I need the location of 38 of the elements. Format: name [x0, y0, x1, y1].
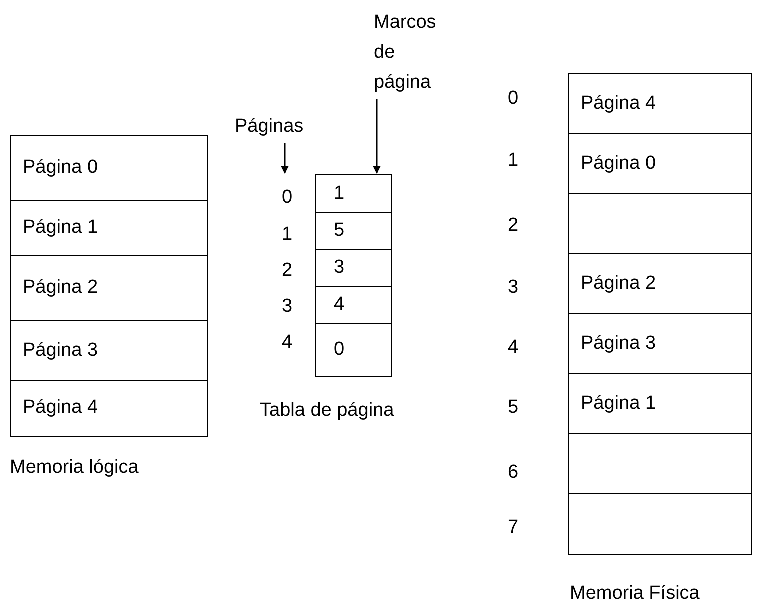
page-cell: Página 2 [568, 253, 752, 314]
index-number: 3 [282, 296, 293, 318]
frame-number-cell: 4 [315, 286, 392, 324]
node-label: Tabla de página [260, 400, 394, 422]
index-number: 4 [508, 337, 519, 359]
page-cell: Página 0 [568, 133, 752, 194]
frame-number-cell: 0 [315, 323, 392, 376]
page-cell: Página 1 [568, 373, 752, 434]
column-label: Páginas [235, 112, 325, 142]
frame-number-cell: 5 [315, 212, 392, 250]
page-cell: Página 4 [568, 73, 752, 134]
index-number: 2 [282, 260, 293, 282]
empty-frame-cell [568, 193, 752, 254]
empty-frame-cell [568, 433, 752, 494]
page-cell: Página 4 [10, 380, 208, 436]
index-number: 4 [282, 332, 293, 354]
index-number: 3 [508, 277, 519, 299]
frame-number-cell: 3 [315, 249, 392, 288]
column-label: Marcos de página [374, 8, 446, 98]
page-cell: Página 3 [10, 320, 208, 382]
page-cell: Página 3 [568, 313, 752, 374]
node-label: Memoria Física [570, 583, 700, 605]
index-number: 2 [508, 215, 519, 237]
frame-number-cell: 1 [315, 174, 392, 214]
index-number: 0 [508, 88, 519, 110]
leader-arrow [373, 99, 381, 174]
page-cell: Página 2 [10, 255, 208, 322]
index-number: 1 [282, 224, 293, 246]
node-label: Memoria lógica [10, 457, 139, 479]
index-number: 7 [508, 517, 519, 539]
leader-arrow [281, 143, 289, 174]
index-number: 1 [508, 150, 519, 172]
page-cell: Página 1 [10, 200, 208, 256]
empty-frame-cell [568, 493, 752, 554]
index-number: 5 [508, 397, 519, 419]
page-cell: Página 0 [10, 135, 208, 202]
index-number: 6 [508, 462, 519, 484]
index-number: 0 [282, 187, 293, 209]
